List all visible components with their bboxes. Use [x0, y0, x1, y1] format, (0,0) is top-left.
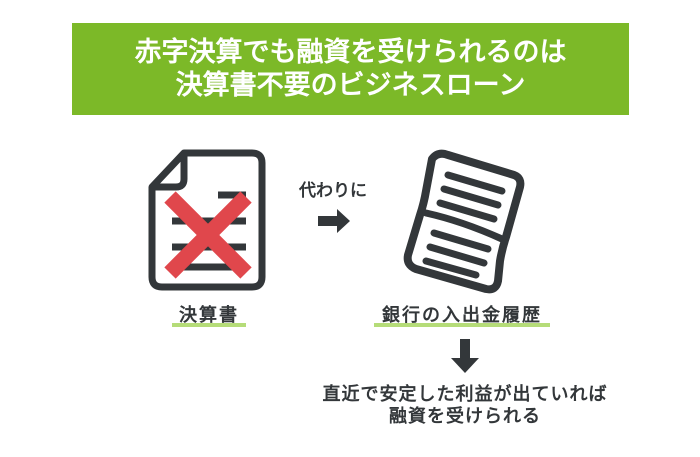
title-banner: 赤字決算でも融資を受けられるのは 決算書不要のビジネスローン [72, 23, 629, 115]
label-bank-history: 銀行の入出金履歴 [374, 305, 550, 327]
title-line-1: 赤字決算でも融資を受けられるのは [134, 37, 567, 68]
connector-label: 代わりに [299, 181, 367, 201]
label-financial-statements: 決算書 [172, 305, 246, 327]
document-crossed-icon [148, 149, 266, 291]
title-line-2: 決算書不要のビジネスローン [175, 70, 526, 101]
result-text: 直近で安定した利益が出ていれば 融資を受けられる [300, 384, 630, 428]
result-line-2: 融資を受けられる [389, 406, 541, 427]
bank-statement-icon [402, 149, 526, 295]
arrow-right-icon [317, 209, 351, 233]
result-line-1: 直近で安定した利益が出ていれば [322, 384, 608, 405]
arrow-down-icon [450, 339, 480, 374]
